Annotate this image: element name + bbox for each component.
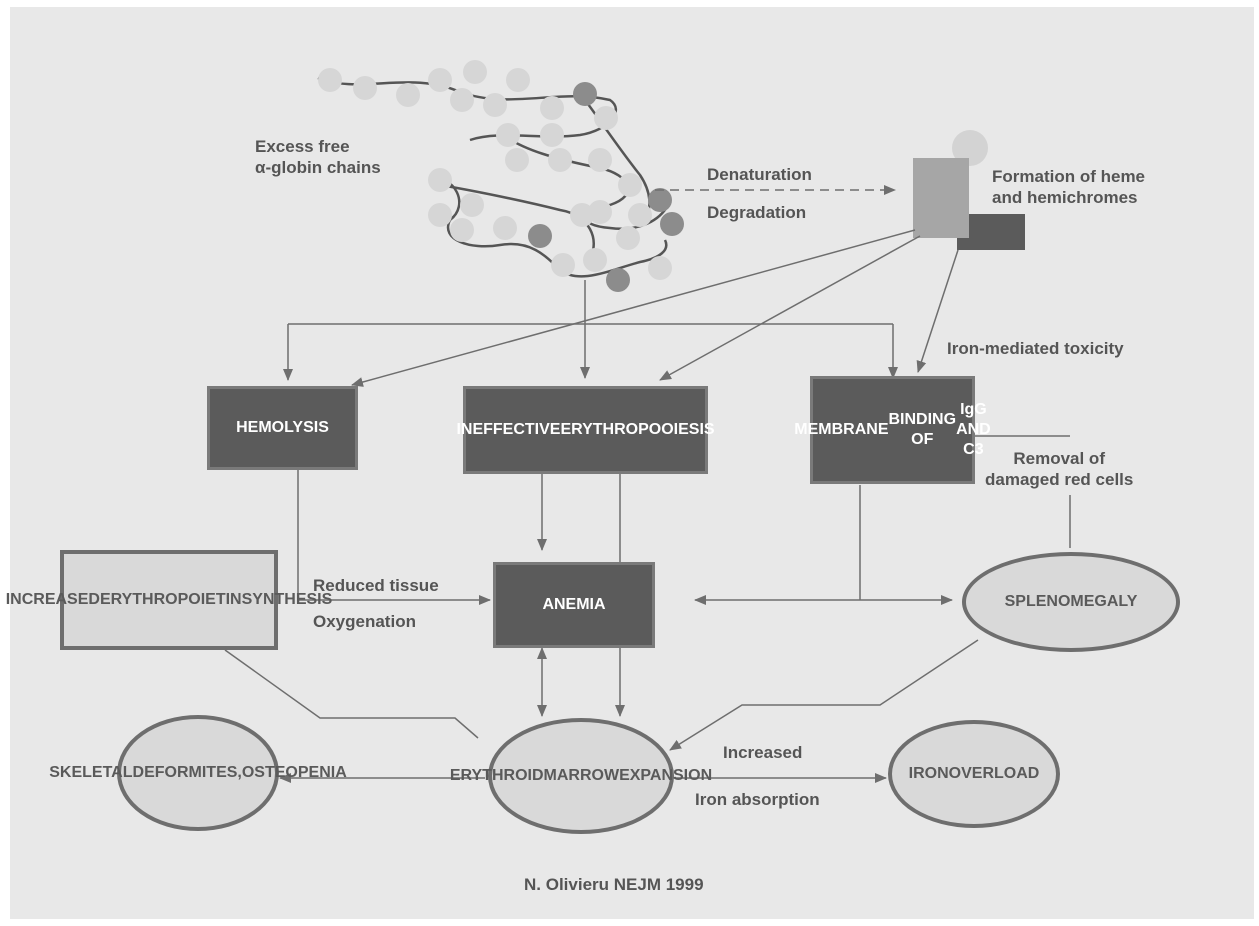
- degradation-label: Degradation: [707, 203, 807, 222]
- denaturation-label: Denaturation: [707, 165, 812, 184]
- iron-overload-oval: IRON OVERLOAD: [888, 720, 1060, 828]
- heme-hemichrome-illustration: [913, 130, 1025, 250]
- skeletal-deformities-oval: SKELETAL DEFORMITES, OSTEOPENIA: [49, 715, 347, 831]
- anemia-box: ANEMIA: [493, 562, 655, 648]
- globin-beads: [318, 60, 684, 292]
- erythropoietin-box: INCREASED ERYTHROPOIETIN SYNTHESIS: [6, 550, 332, 650]
- ineffective-erythropoiesis-box: INEFFECTIVE ERYTHROPOOIESIS: [456, 386, 715, 474]
- iron-absorption-label: Iron absorption: [695, 790, 820, 809]
- globin-chains-label: Excess free α-globin chains: [255, 137, 381, 177]
- reduced-tissue-label: Reduced tissue: [313, 576, 439, 595]
- citation-label: N. Olivieru NEJM 1999: [524, 875, 704, 894]
- splenomegaly-oval: SPLENOMEGALY: [962, 552, 1180, 652]
- iron-toxicity-label: Iron-mediated toxicity: [947, 339, 1124, 358]
- removal-label: Removal of damaged red cells: [985, 449, 1134, 489]
- membrane-binding-box: MEMBRANE BINDING OF IgG AND C3: [794, 376, 991, 484]
- heme-formation-label: Formation of heme and hemichromes: [992, 167, 1146, 207]
- increased-label: Increased: [723, 743, 803, 762]
- oxygenation-label: Oxygenation: [313, 612, 416, 631]
- erythroid-expansion-oval: ERYTHROID MARROW EXPANSION: [450, 718, 712, 834]
- connector-lines: [224, 185, 1071, 783]
- hemolysis-box: HEMOLYSIS: [207, 386, 358, 470]
